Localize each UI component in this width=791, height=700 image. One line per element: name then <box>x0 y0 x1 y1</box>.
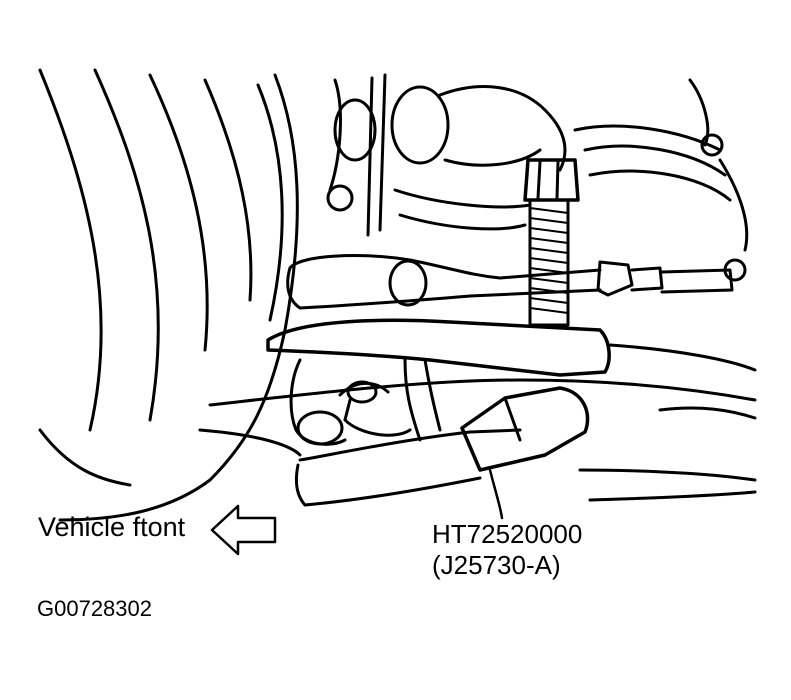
steering-components <box>326 73 749 252</box>
forcing-screw <box>523 158 580 327</box>
tool-alt-number-label: (J25730-A) <box>432 550 561 580</box>
arrow-left-outline-icon <box>210 504 277 556</box>
figure-id-label: G00728302 <box>37 596 152 621</box>
tool-number-label: HT72520000 <box>432 519 583 549</box>
separator-tool <box>266 318 611 507</box>
vehicle-front-label: Vehicle ftont <box>38 512 186 542</box>
lower-arm <box>198 343 757 502</box>
tool-leader-line <box>488 468 504 520</box>
ball-joint-knuckle <box>289 358 412 446</box>
tie-rod-end <box>286 254 747 310</box>
tire-outline <box>38 68 299 522</box>
